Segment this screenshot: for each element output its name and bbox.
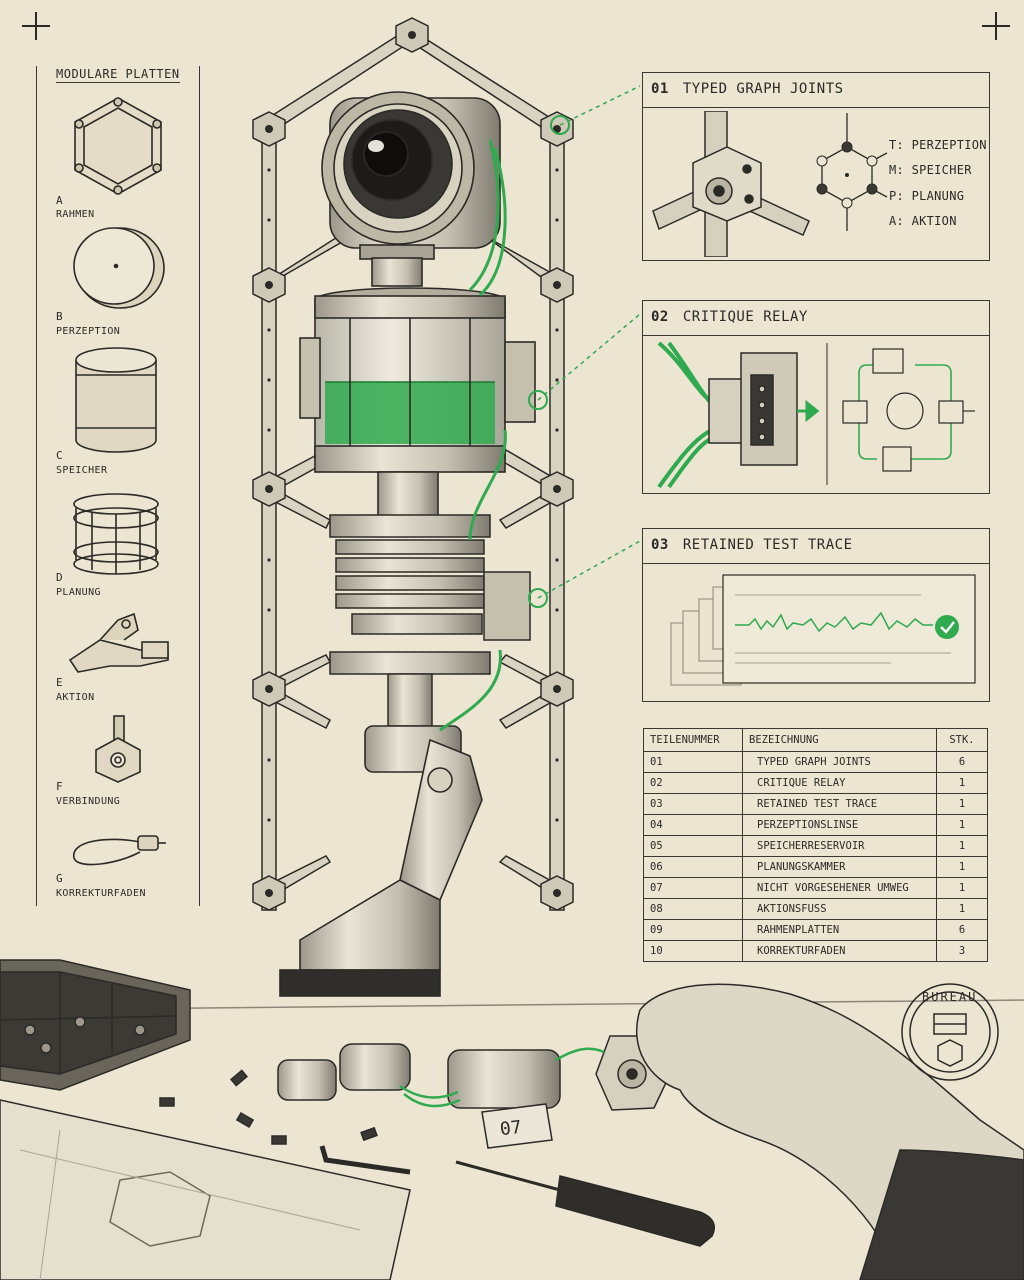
bom-part-cell: 10 <box>643 940 743 962</box>
callout-03-rule <box>643 563 989 564</box>
action-foot <box>279 725 483 997</box>
bom-name-cell: AKTIONSFUSS <box>742 898 937 920</box>
blueprint-sheet <box>0 1099 411 1280</box>
bom-name-cell: CRITIQUE RELAY <box>742 772 937 794</box>
registration-mark-top-left <box>22 12 50 40</box>
correction-cables <box>439 139 507 732</box>
callout-leaders <box>537 85 641 599</box>
bom-header-name: BEZEICHNUNG <box>742 728 937 752</box>
part-name-a: RAHMEN <box>56 209 95 220</box>
joint-label-a: A: AKTION <box>889 214 957 228</box>
part-letter-c: C <box>56 449 63 462</box>
registration-mark-top-right <box>982 12 1010 40</box>
callout-01-rule <box>643 107 989 108</box>
hexagon-frame-icon <box>74 97 162 195</box>
bracket-icon <box>68 612 169 673</box>
frame-rivets <box>267 168 559 822</box>
parts-box <box>0 959 191 1091</box>
parts-sidebar-illustrations <box>68 97 169 866</box>
sidebar-title: MODULARE PLATTEN <box>56 67 180 81</box>
critique-relay-illustration <box>657 341 975 489</box>
cylinder-icon <box>75 347 157 453</box>
joint-closeup-illustration <box>652 111 888 257</box>
bom-qty-cell: 3 <box>936 940 988 962</box>
part-letter-d: D <box>56 571 63 584</box>
joint-label-p: P: PLANUNG <box>889 189 965 203</box>
callout-02-title: CRITIQUE RELAY <box>682 309 808 325</box>
bom-name-cell: KORREKTURFADEN <box>742 940 937 962</box>
allen-key <box>319 1145 411 1175</box>
callout-01-heading: 01 TYPED GRAPH JOINTS <box>651 81 844 97</box>
part-tag <box>481 1103 553 1149</box>
callout-02-number: 02 <box>651 309 669 325</box>
part-name-f: VERBINDUNG <box>56 796 121 807</box>
test-trace-stack-illustration <box>670 574 976 686</box>
perception-lens-head <box>321 91 501 287</box>
part-name-g: KORREKTURFADEN <box>56 888 146 899</box>
bom-header-part: TEILENUMMER <box>643 728 743 752</box>
joint-label-t: T: PERZEPTION <box>889 138 987 152</box>
callout-01-number: 01 <box>651 81 669 97</box>
gloved-hand <box>635 983 1024 1280</box>
part-letter-b: B <box>56 310 63 323</box>
callout-03-number: 03 <box>651 537 669 553</box>
check-icon <box>935 615 959 639</box>
stamp-label: BUREAU <box>922 990 978 1004</box>
sidebar-right-rule <box>199 66 200 906</box>
planning-chamber <box>329 514 531 727</box>
callout-03-heading: 03 RETAINED TEST TRACE <box>651 537 853 553</box>
joint-label-m: M: SPEICHER <box>889 163 972 177</box>
callout-02-rule <box>643 335 989 336</box>
part-name-d: PLANUNG <box>56 587 101 598</box>
parts-sidebar: MODULARE PLATTEN <box>36 66 206 916</box>
bom-name-cell: RETAINED TEST TRACE <box>742 793 937 815</box>
sidebar-left-rule <box>36 66 37 906</box>
cage-icon <box>73 493 159 575</box>
cable-icon <box>73 835 166 866</box>
part-name-b: PERZEPTION <box>56 326 121 337</box>
part-name-c: SPEICHER <box>56 465 108 476</box>
trace-waveform <box>735 611 933 633</box>
ring-lens-icon <box>73 227 165 309</box>
screws <box>159 1069 378 1145</box>
callout-retained-test-trace: 03 RETAINED TEST TRACE <box>642 528 990 702</box>
bureau-stamp <box>901 983 999 1081</box>
callout-03-title: RETAINED TEST TRACE <box>682 537 853 553</box>
part-letter-f: F <box>56 780 63 793</box>
part-letter-a: A <box>56 194 63 207</box>
part-tag-label: 07 <box>498 1116 523 1141</box>
memory-reservoir <box>299 287 536 519</box>
part-letter-e: E <box>56 676 63 689</box>
joint-node-icon <box>95 715 141 783</box>
loose-parts <box>277 1035 673 1111</box>
callout-critique-relay: 02 CRITIQUE RELAY <box>642 300 990 494</box>
callout-02-heading: 02 CRITIQUE RELAY <box>651 309 808 325</box>
feedback-loop-diagram <box>858 364 952 460</box>
bom-name-cell: NICHT VORGESEHENER UMWEG <box>742 877 937 899</box>
callout-01-title: TYPED GRAPH JOINTS <box>682 81 844 97</box>
sidebar-title-underline <box>56 82 180 83</box>
part-name-e: AKTION <box>56 692 95 703</box>
bom-part-cell: 08 <box>643 898 743 920</box>
table-header-row: TEILENUMMER BEZEICHNUNG STK. <box>643 728 988 752</box>
screwdriver-icon <box>455 1160 715 1247</box>
part-letter-g: G <box>56 872 63 885</box>
